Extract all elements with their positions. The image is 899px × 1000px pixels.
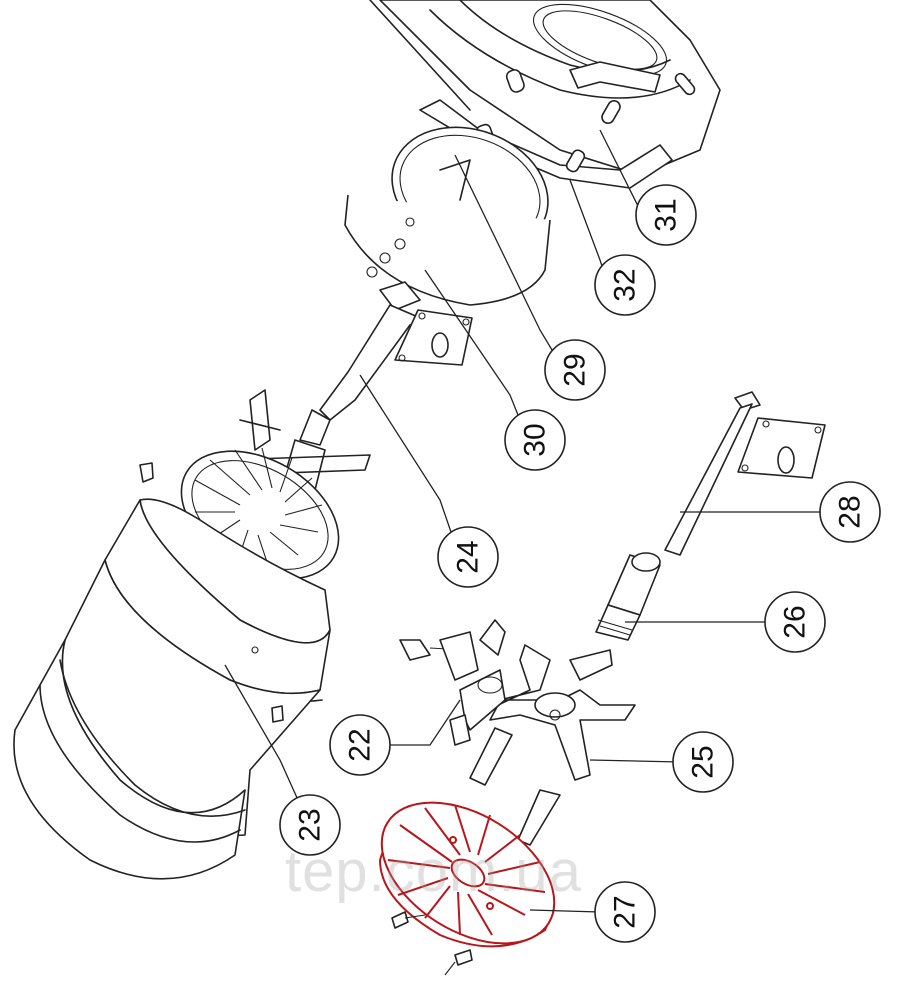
callout-25-label: 25 (687, 745, 720, 778)
callout-22-label: 22 (344, 728, 377, 761)
bracket-part-30 (319, 281, 473, 421)
highlighted-part-27 (378, 801, 556, 948)
callout-29-label: 29 (559, 353, 592, 386)
callout-28-label: 28 (834, 495, 867, 528)
callout-31-label: 31 (650, 198, 683, 231)
top-housing (369, 0, 721, 176)
callout-31: 31 (635, 184, 697, 246)
spider-part-25 (469, 644, 636, 846)
callout-26: 26 (764, 591, 826, 653)
callout-29: 29 (544, 339, 606, 401)
burner-tube-23 (13, 462, 331, 880)
callout-28: 28 (819, 481, 881, 543)
callout-30: 30 (504, 409, 566, 471)
callout-22: 22 (329, 714, 391, 776)
callout-24: 24 (437, 526, 499, 588)
callout-27-label: 27 (609, 895, 642, 928)
callout-32: 32 (594, 254, 656, 316)
callout-32-label: 32 (609, 268, 642, 301)
screw-parts (391, 911, 473, 976)
callout-25: 25 (672, 731, 734, 793)
callout-27: 27 (594, 881, 656, 943)
nozzle-part-26 (595, 552, 661, 641)
rod-part-28 (664, 391, 826, 556)
callout-24-label: 24 (452, 540, 485, 573)
callout-23-label: 23 (294, 808, 327, 841)
electrode-part-22 (399, 619, 506, 746)
ring-part-29 (344, 126, 551, 306)
callout-26-label: 26 (779, 605, 812, 638)
callout-23: 23 (279, 794, 341, 856)
callout-30-label: 30 (519, 423, 552, 456)
